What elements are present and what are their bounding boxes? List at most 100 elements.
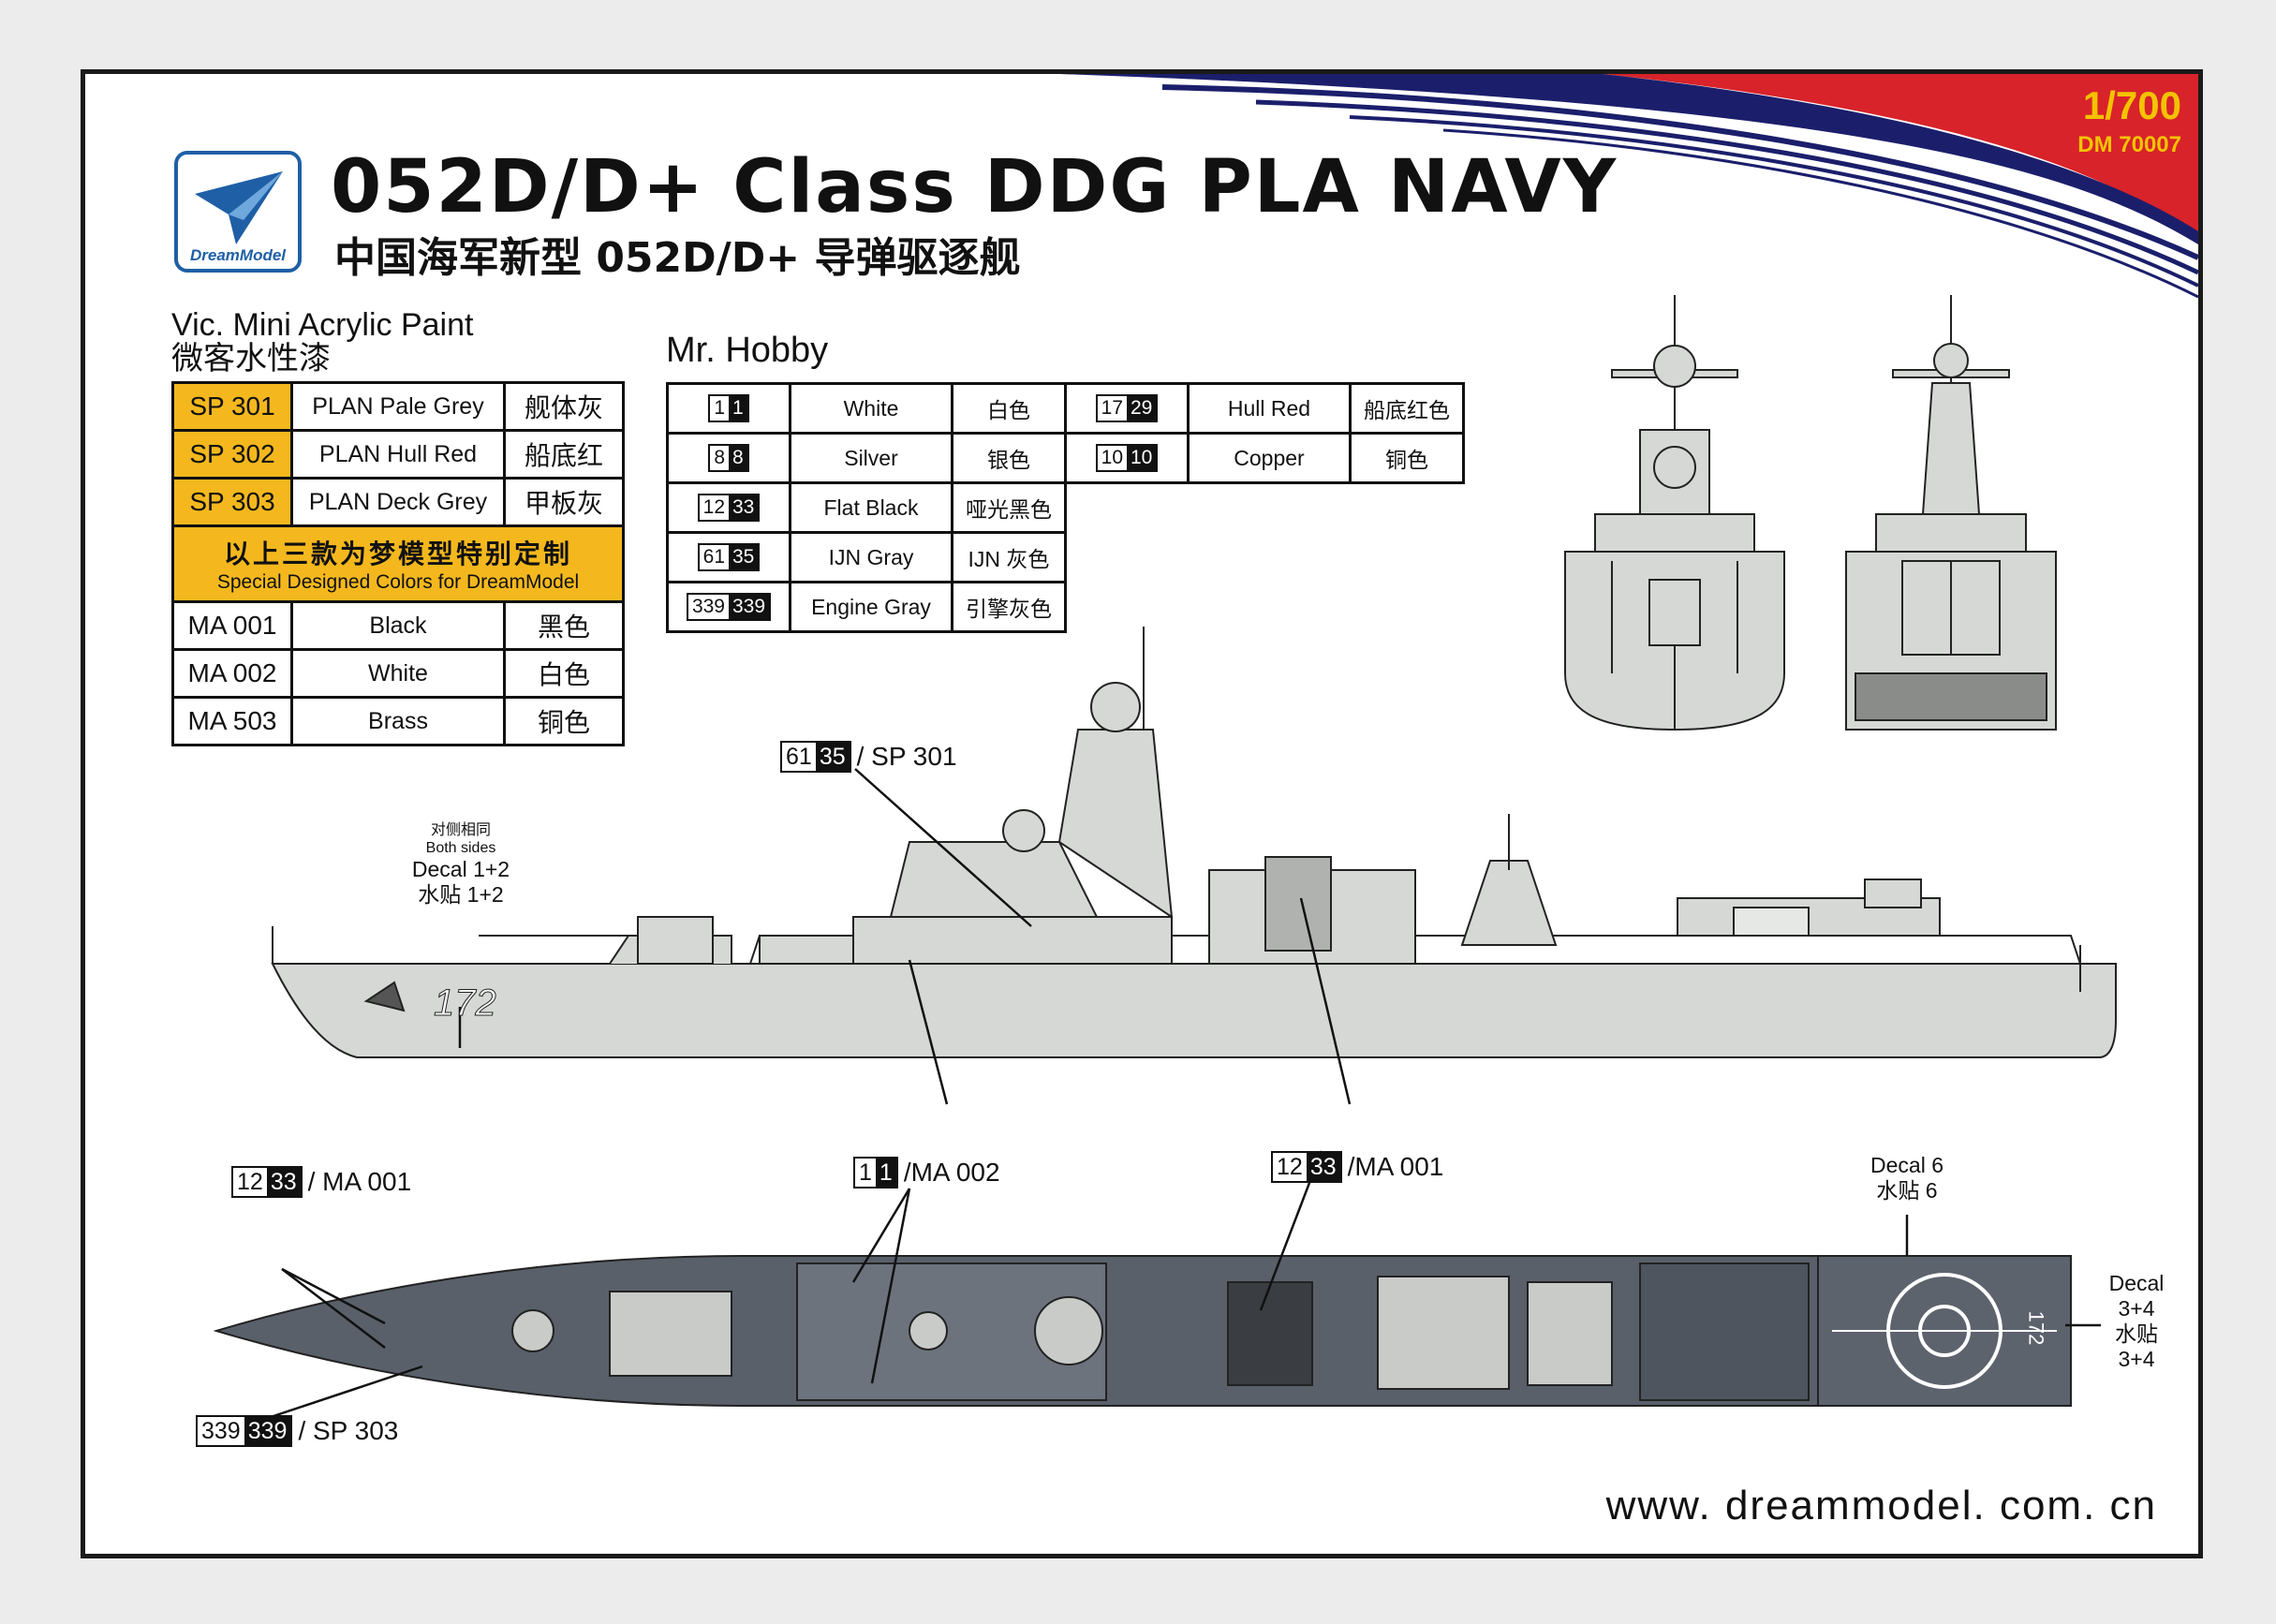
paint-row: MA 503 Brass 铜色 <box>171 696 625 746</box>
code-black-part: 1 <box>875 1159 896 1187</box>
decal-label: Decal 1+2 <box>411 857 510 881</box>
dreammodel-logo: DreamModel <box>174 151 302 273</box>
vic-mini-title-en: Vic. Mini Acrylic Paint <box>171 307 474 343</box>
callout-decal-6: Decal 6 水贴 6 <box>1846 1153 1968 1203</box>
paint-name: White <box>290 648 506 699</box>
paint-name-cn: 黑色 <box>503 600 625 651</box>
code-black-part: 35 <box>815 743 850 771</box>
website-link[interactable]: www. dreammodel. com. cn <box>1605 1483 2157 1528</box>
code-white-part: 12 <box>699 495 729 520</box>
paint-name: Hull Red <box>1187 382 1352 435</box>
instruction-sheet: DreamModel 052D/D+ Class DDG PLA NAVY 中国… <box>81 69 2203 1558</box>
ship-side-profile <box>271 627 2117 1058</box>
code-white-part: 61 <box>699 545 729 569</box>
paint-row: MA 001 Black 黑色 <box>171 600 625 651</box>
corner-stripes <box>1059 74 2198 299</box>
callout-text: / SP 303 <box>298 1416 399 1445</box>
callout-decal-3-4: Decal 3+4 水贴 3+4 <box>2090 1271 2183 1372</box>
paint-name-cn: IJN 灰色 <box>951 531 1067 583</box>
code-black-part: 339 <box>729 595 770 619</box>
vic-mini-heading: Vic. Mini Acrylic Paint 微客水性漆 <box>171 308 473 376</box>
code-black-part: 10 <box>1127 446 1157 470</box>
decal-label-cn: 水贴 <box>2115 1321 2158 1346</box>
paint-name: Black <box>290 600 506 651</box>
paint-name-cn: 船底红 <box>503 429 625 480</box>
special-note-en: Special Designed Colors for DreamModel <box>216 571 580 593</box>
decal-label: Decal 6 <box>1870 1153 1943 1177</box>
special-colors-note: 以上三款为梦模型特别定制 Special Designed Colors for… <box>171 524 625 603</box>
code-black-part: 339 <box>244 1417 291 1445</box>
paint-code: SP 301 <box>171 381 293 432</box>
paint-code: MA 503 <box>171 696 293 746</box>
decal-label-cn: 水贴 6 <box>1876 1178 1938 1203</box>
paint-name: PLAN Deck Grey <box>290 477 506 527</box>
ship-drawings <box>213 295 2117 1425</box>
special-colors-note-row: 以上三款为梦模型特别定制 Special Designed Colors for… <box>171 524 625 603</box>
code-black-part: 33 <box>1306 1153 1340 1181</box>
flight-deck-number: 172 <box>2024 1310 2048 1346</box>
paint-name-cn: 舰体灰 <box>503 381 625 432</box>
vic-mini-title-cn: 微客水性漆 <box>171 341 331 376</box>
special-note-cn: 以上三款为梦模型特别定制 <box>223 539 572 568</box>
code-white-part: 17 <box>1097 396 1127 421</box>
paint-row: MA 002 White 白色 <box>171 648 625 699</box>
decal-label-cn: 水贴 1+2 <box>418 882 504 907</box>
paint-row: SP 301 PLAN Pale Grey 舰体灰 <box>171 381 625 432</box>
vic-mini-paint-table: SP 301 PLAN Pale Grey 舰体灰 SP 302 PLAN Hu… <box>171 381 625 746</box>
decal-note-en: Both sides <box>425 840 496 856</box>
code-black-part: 33 <box>266 1168 301 1196</box>
page-title: 052D/D+ Class DDG PLA NAVY <box>331 145 1618 229</box>
paint-name-cn: 甲板灰 <box>503 477 625 527</box>
code-white-part: 12 <box>233 1168 267 1196</box>
callout-decal-1-2: 对侧相同 Both sides Decal 1+2 水贴 1+2 <box>391 821 531 908</box>
code-white-part: 1 <box>855 1159 876 1187</box>
paint-name: Copper <box>1187 432 1352 484</box>
paint-name: PLAN Hull Red <box>290 429 506 480</box>
decal-number: 3+4 <box>2118 1296 2155 1321</box>
paint-name-cn: 引擎灰色 <box>951 581 1067 633</box>
code-black-part: 8 <box>729 446 747 470</box>
callout-text: /MA 001 <box>1347 1152 1444 1181</box>
code-black-part: 33 <box>729 495 759 520</box>
mr-hobby-heading: Mr. Hobby <box>666 331 829 370</box>
paint-name: Engine Gray <box>789 581 953 633</box>
decal-label: Decal <box>2108 1271 2165 1295</box>
scale-label: 1/700 <box>2082 83 2181 127</box>
product-code: DM 70007 <box>2077 132 2181 157</box>
paint-name: Flat Black <box>789 481 953 534</box>
code-white-part: 10 <box>1097 446 1127 470</box>
paint-name-cn: 白色 <box>503 648 625 699</box>
callout-text: / SP 301 <box>856 742 957 771</box>
ship-top-view <box>213 1255 2072 1407</box>
code-white-part: 339 <box>198 1417 244 1445</box>
paint-name-cn: 船底红色 <box>1349 382 1465 435</box>
hull-number: 172 <box>434 982 497 1025</box>
code-white-part: 1 <box>710 396 729 421</box>
code-black-part: 29 <box>1127 396 1157 421</box>
logo-text: DreamModel <box>189 246 287 264</box>
paint-name: Brass <box>290 696 506 746</box>
code-white-part: 12 <box>1273 1153 1307 1181</box>
code-black-part: 35 <box>729 545 759 569</box>
bow-front-view <box>1564 295 1785 731</box>
code-white-part: 339 <box>687 595 729 619</box>
paint-name-cn: 哑光黑色 <box>951 481 1067 534</box>
paint-row: SP 303 PLAN Deck Grey 甲板灰 <box>171 477 625 527</box>
